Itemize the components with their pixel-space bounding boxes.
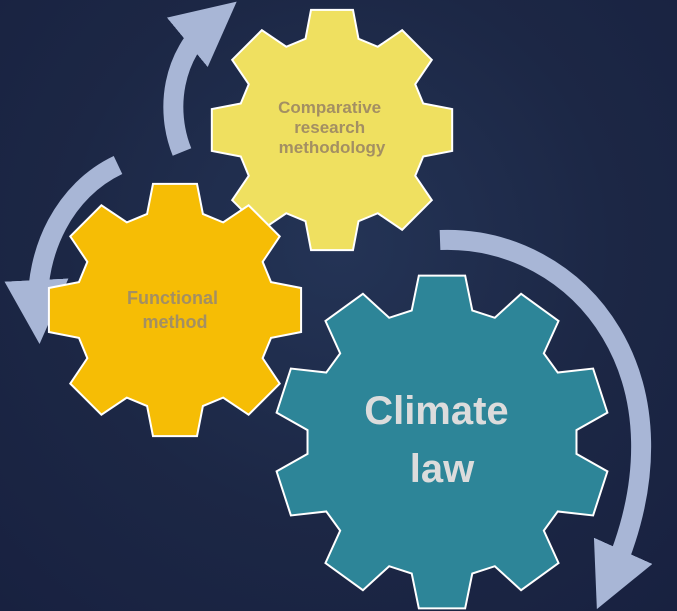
arrow-top-left [163, 1, 237, 156]
arrow-right [439, 229, 653, 610]
gear-label-climate-law: Climate law [364, 389, 520, 491]
gear-comparative-research [210, 8, 454, 252]
arrow-left [4, 155, 123, 344]
cycle-arrows [4, 1, 653, 610]
gear-functional-method [47, 182, 303, 438]
gear-label-functional-method: Functional method [127, 288, 223, 332]
gear-climate-law [275, 274, 609, 610]
gear-label-comparative-research: Comparative research methodology [278, 98, 386, 157]
